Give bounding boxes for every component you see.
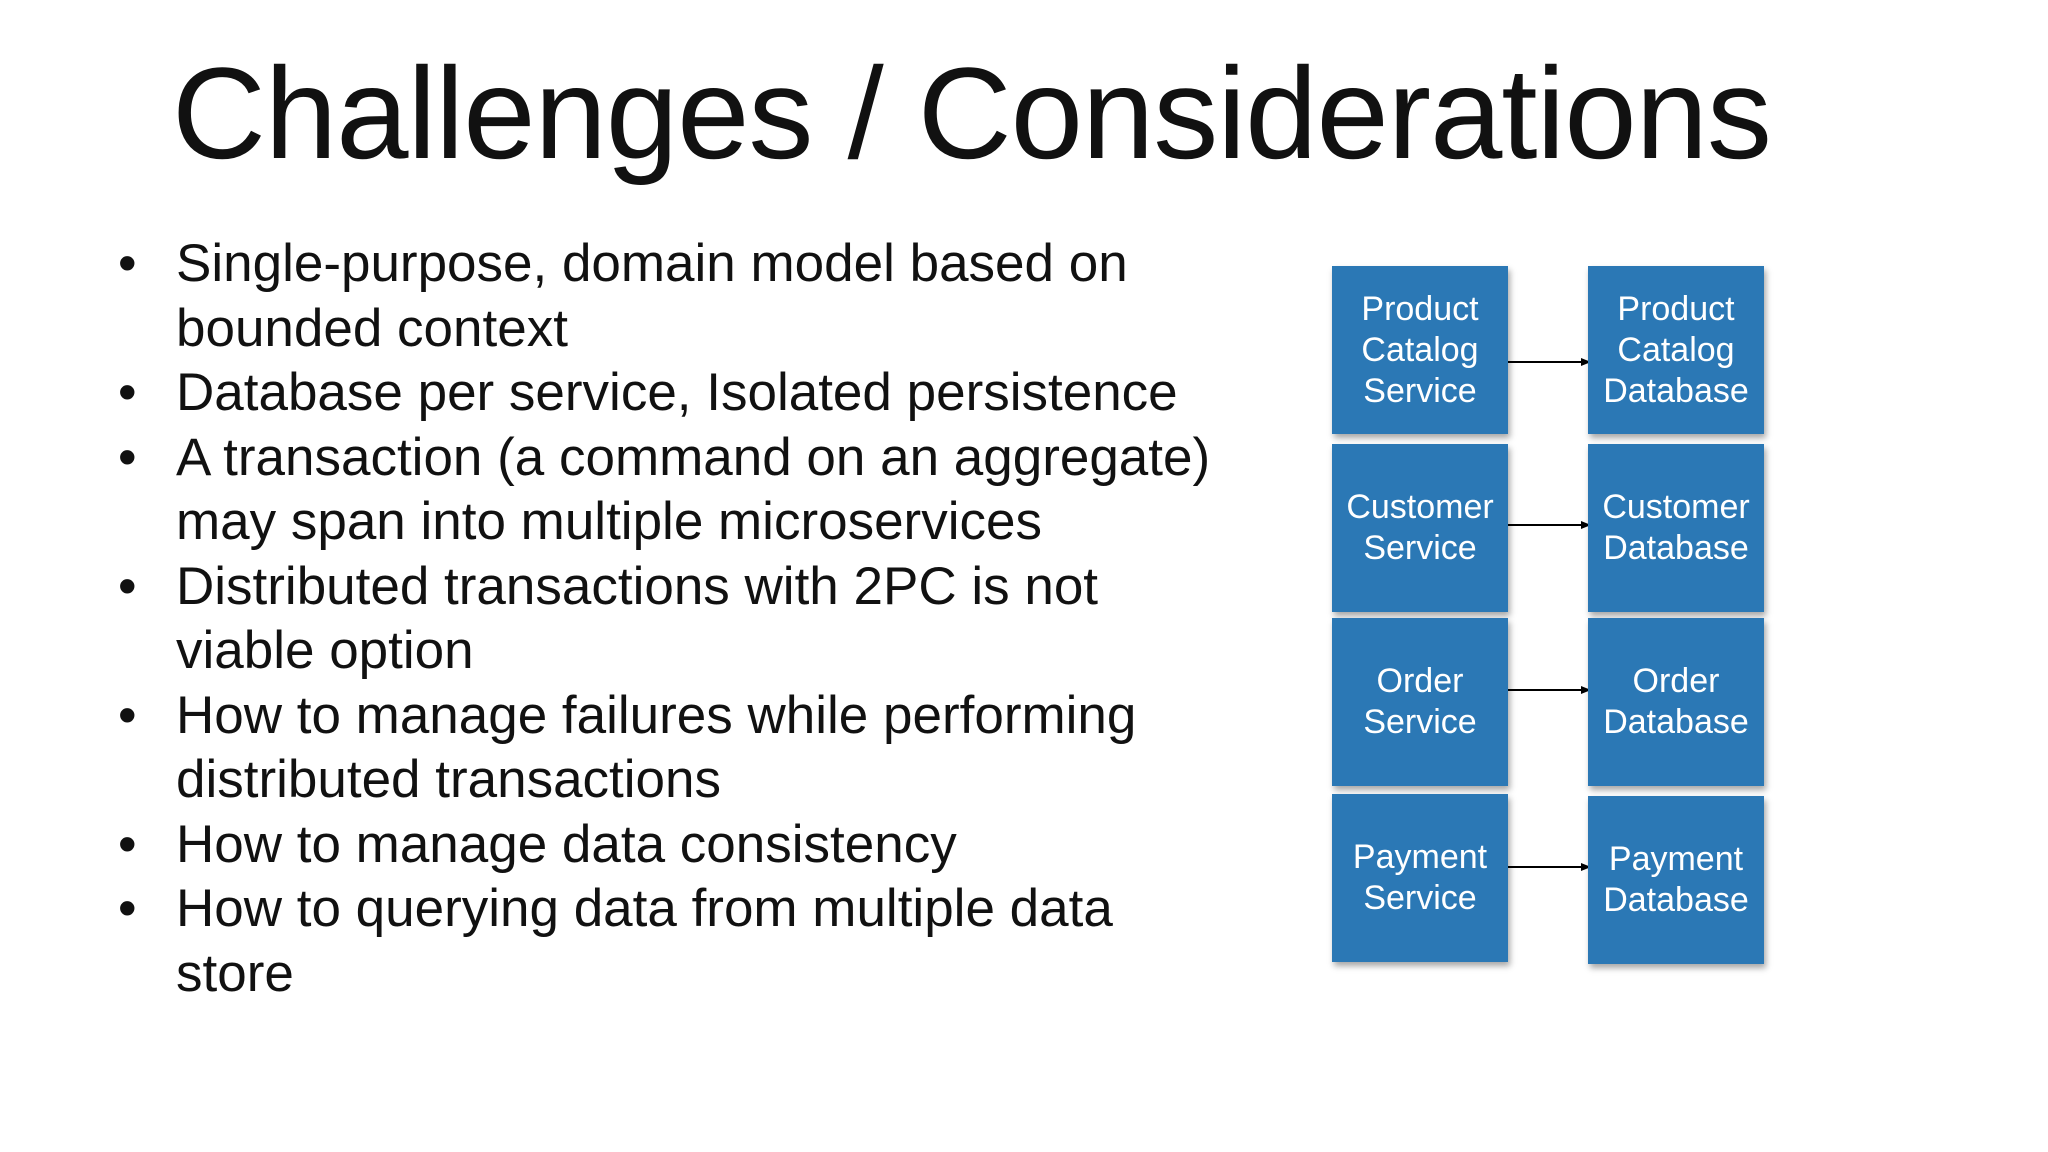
bullet-text: A transaction (a command on an aggregate… (176, 427, 1211, 487)
order-service-box: Order Service (1332, 618, 1508, 786)
slide-title: Challenges / Considerations (172, 40, 1772, 186)
order-database-box: Order Database (1588, 618, 1764, 786)
bullet-icon: • (118, 363, 137, 422)
box-label: Payment (1352, 838, 1488, 876)
box-label: Database (1603, 881, 1749, 919)
box-label: Database (1603, 703, 1749, 741)
box-label: Catalog (1617, 330, 1735, 369)
bullet-text: Database per service, Isolated persisten… (176, 363, 1178, 422)
bullet-icon: • (118, 427, 137, 487)
bullet-item: • How to manage failures while performin… (118, 684, 1298, 813)
bullet-icon: • (118, 234, 137, 293)
box-label: Customer (1346, 488, 1494, 526)
box-label: Service (1363, 371, 1477, 410)
considerations-list: • Single-purpose, domain model based on … (118, 232, 1298, 1006)
bullet-text: may span into multiple microservices (176, 492, 1042, 551)
box-label: Service (1363, 879, 1477, 917)
customer-database-box: Customer Database (1588, 444, 1764, 612)
box-label: Service (1363, 529, 1477, 567)
bullet-icon: • (118, 685, 137, 745)
box-label: Product (1617, 289, 1735, 328)
bullet-item: • How to manage data consistency (118, 813, 1298, 878)
bullet-text: Single-purpose, domain model based on (176, 234, 1128, 293)
product-catalog-service-box: Product Catalog Service (1332, 266, 1508, 434)
bullet-icon: • (118, 556, 137, 616)
box-label: Order (1632, 662, 1720, 700)
box-label: Catalog (1361, 330, 1479, 369)
bullet-item: • Database per service, Isolated persist… (118, 361, 1298, 426)
diagram-arrows (1508, 358, 1591, 871)
box-label: Customer (1602, 488, 1750, 526)
bullet-icon: • (118, 814, 137, 874)
box-label: Order (1376, 662, 1464, 700)
payment-database-box: Payment Database (1588, 796, 1764, 964)
bullet-text: distributed transactions (176, 750, 722, 809)
customer-service-box: Customer Service (1332, 444, 1508, 612)
bullet-icon: • (118, 879, 137, 938)
bullet-text: How to manage failures while performing (176, 685, 1137, 745)
bullet-text: viable option (176, 621, 474, 680)
box-label: Payment (1608, 840, 1744, 878)
box-label: Product (1361, 289, 1479, 328)
box-label: Service (1363, 703, 1477, 741)
service-database-diagram: Product Catalog Service Product Catalog … (1320, 260, 1780, 1000)
bullet-item: • Distributed transactions with 2PC is n… (118, 555, 1298, 684)
bullet-text: How to manage data consistency (176, 814, 957, 874)
box-label: Database (1603, 371, 1749, 410)
product-catalog-database-box: Product Catalog Database (1588, 266, 1764, 434)
bullet-item: • How to querying data from multiple dat… (118, 877, 1298, 1006)
bullet-item: • A transaction (a command on an aggrega… (118, 426, 1298, 555)
bullet-text: Distributed transactions with 2PC is not (176, 556, 1099, 616)
box-label: Database (1603, 529, 1749, 567)
bullet-text: bounded context (176, 298, 568, 358)
bullet-text: store (176, 943, 294, 1003)
payment-service-box: Payment Service (1332, 794, 1508, 962)
bullet-text: How to querying data from multiple data (176, 879, 1113, 938)
bullet-item: • Single-purpose, domain model based on … (118, 232, 1298, 361)
